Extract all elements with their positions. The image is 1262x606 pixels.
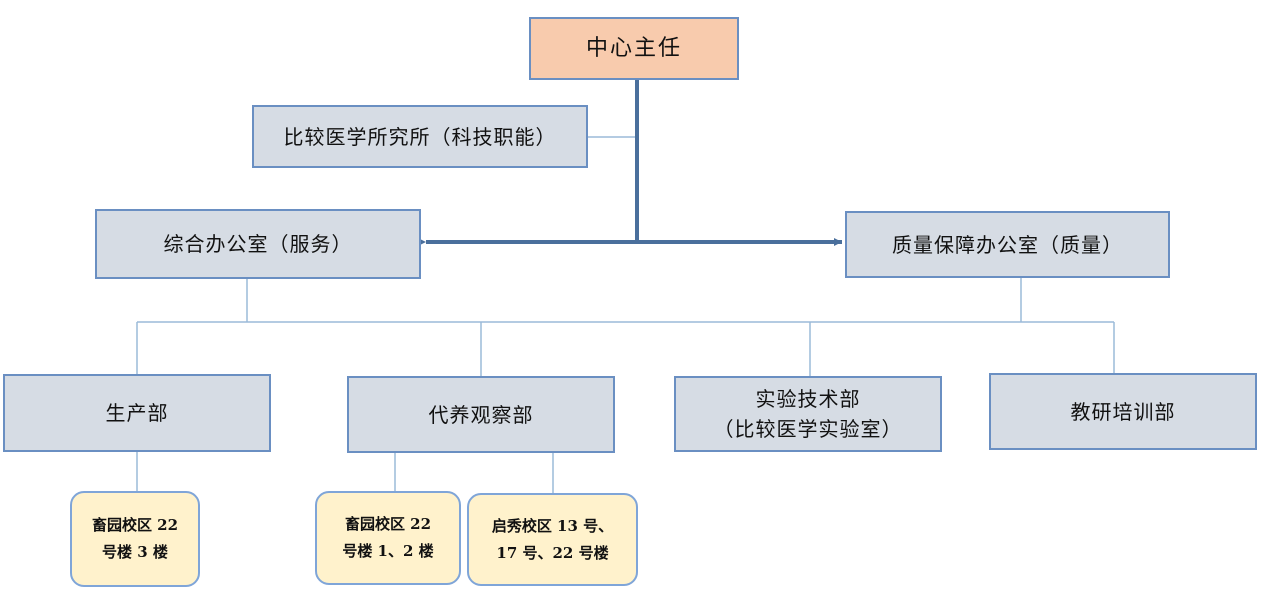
lab-tech-dept-label-line2: （比较医学实验室） — [713, 417, 903, 441]
general-office-label: 综合办公室（服务） — [163, 232, 353, 256]
production-location-line2: 号楼 3 楼 — [102, 543, 168, 561]
contract-location2-box: 启秀校区 13 号、 17 号、22 号楼 — [467, 493, 638, 586]
contract-location1-box: 畜园校区 22 号楼 1、2 楼 — [315, 491, 461, 585]
teaching-training-dept-box: 教研培训部 — [989, 373, 1257, 450]
lab-tech-dept-box: 实验技术部 （比较医学实验室） — [674, 376, 942, 452]
contract-observation-dept-box: 代养观察部 — [347, 376, 615, 453]
general-office-box: 综合办公室（服务） — [95, 209, 421, 279]
quality-office-label: 质量保障办公室（质量） — [892, 232, 1123, 257]
production-location-line1: 畜园校区 22 — [91, 516, 179, 534]
director-label: 中心主任 — [585, 35, 682, 61]
contract-location1-line1: 畜园校区 22 — [344, 515, 432, 533]
institute-label: 比较医学所究所（科技职能） — [283, 124, 557, 149]
contract-location1-line2: 号楼 1、2 楼 — [342, 542, 434, 560]
teaching-training-dept-label: 教研培训部 — [1070, 399, 1176, 424]
quality-office-box: 质量保障办公室（质量） — [845, 211, 1170, 278]
contract-location2-line1: 启秀校区 13 号、 — [491, 516, 614, 535]
lab-tech-dept-label-line1: 实验技术部 — [755, 387, 861, 411]
production-location-box: 畜园校区 22 号楼 3 楼 — [70, 491, 200, 587]
institute-box: 比较医学所究所（科技职能） — [252, 105, 588, 168]
director-box: 中心主任 — [529, 17, 739, 80]
production-dept-label: 生产部 — [105, 401, 169, 425]
production-dept-box: 生产部 — [3, 374, 271, 452]
contract-location2-line2: 17 号、22 号楼 — [496, 543, 609, 562]
contract-observation-dept-label: 代养观察部 — [428, 402, 534, 427]
